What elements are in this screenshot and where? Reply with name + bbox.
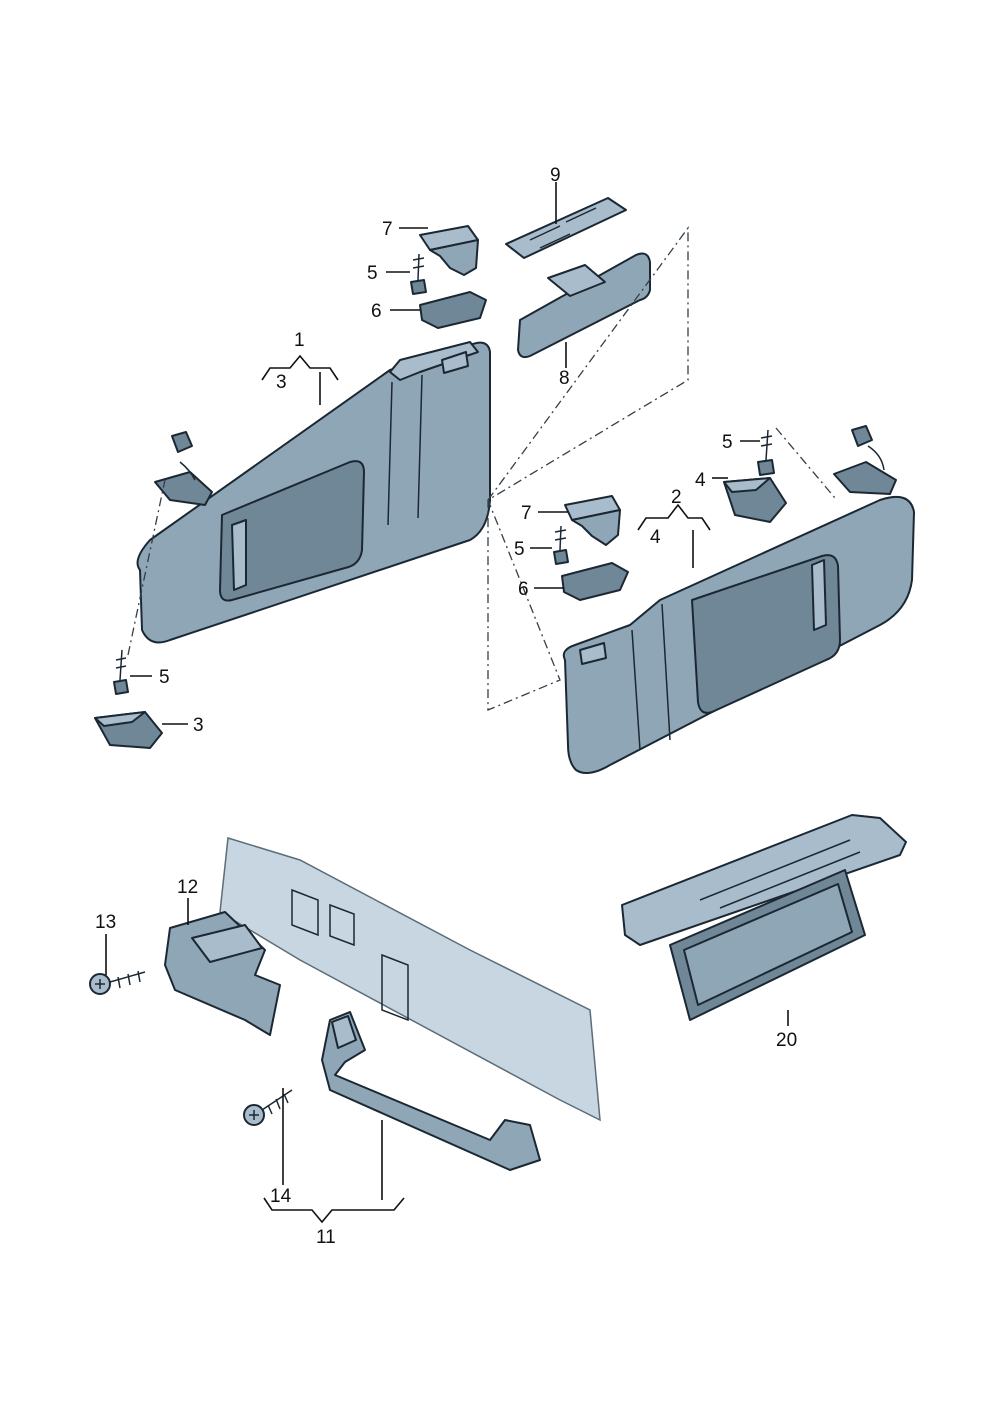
callout-4-holder: 4 [695,470,706,491]
cap-6-upper [419,291,487,329]
callout-11: 11 [316,1227,336,1248]
screw-14 [243,1089,293,1126]
callout-4-bracket: 4 [650,527,661,548]
callout-6-lower: 6 [518,579,529,600]
callout-5-lower: 5 [514,539,525,560]
right-sun-visor [562,425,915,775]
screw-5-left [113,649,129,695]
bracket-7-lower [564,495,621,546]
callout-5-right-top: 5 [722,432,733,453]
callout-3-clip: 3 [193,715,204,736]
callout-12: 12 [177,877,198,898]
left-sun-visor [136,341,491,644]
visor-clip-3 [94,711,163,749]
leader-lines [105,182,789,1224]
callout-7-upper: 7 [382,219,393,240]
callout-13: 13 [95,912,116,933]
cap-6-lower [561,562,629,601]
screw-5-lower [553,525,569,565]
grab-handle-11 [321,1011,541,1171]
handle-bracket-12 [164,911,281,1036]
callout-6-upper: 6 [371,301,382,322]
callout-3-bracket: 3 [276,372,287,393]
vanity-mirror-8 [517,252,651,359]
roof-liner-section [219,837,601,1122]
callout-1: 1 [294,330,305,351]
screw-5-upper [410,253,427,295]
holder-4-right [723,477,787,523]
mirror-cover-9 [505,197,627,259]
callout-14: 14 [270,1186,292,1207]
screw-5-right-top [757,429,775,476]
callout-labels: 1 2 3 3 4 4 5 5 5 5 6 6 7 7 8 9 11 12 13… [95,165,797,1248]
callout-2: 2 [671,487,682,508]
callout-8: 8 [559,368,570,389]
callout-7-lower: 7 [521,503,532,524]
roof-console-20 [621,814,907,1021]
assembly-frame [487,226,689,711]
bracket-7-upper [419,225,479,276]
screw-13 [89,970,146,995]
callout-5-upper: 5 [367,263,378,284]
callout-5-left: 5 [159,667,170,688]
callout-9: 9 [550,165,561,186]
callout-20: 20 [776,1030,797,1051]
